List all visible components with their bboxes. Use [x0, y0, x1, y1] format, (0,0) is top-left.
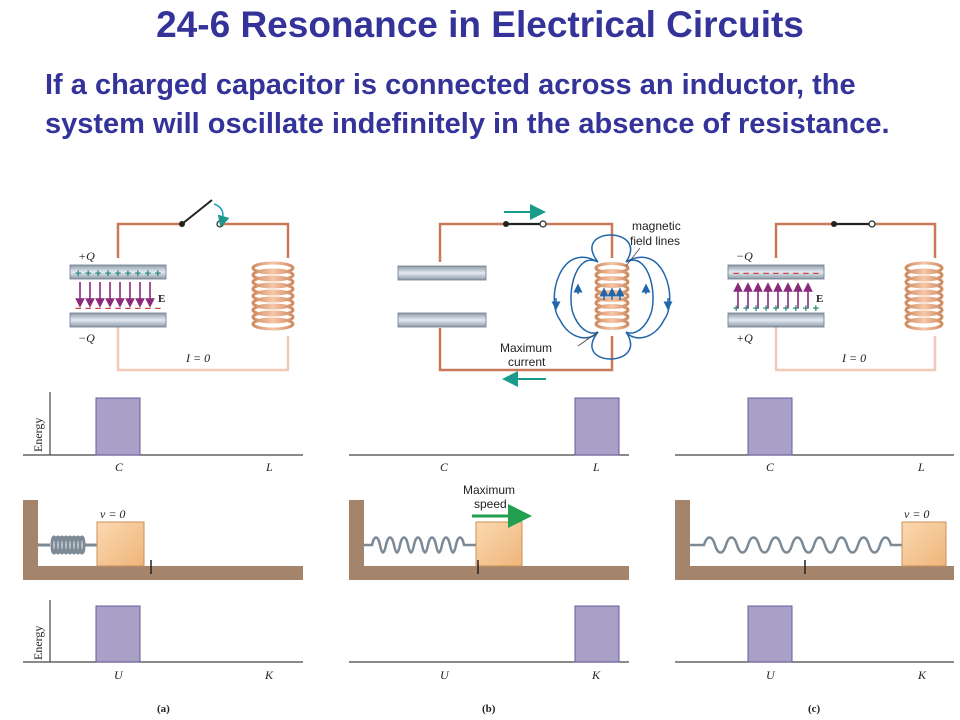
circuit-a: + + + + + + + + + − − − − − − − − − +Q −…	[69, 199, 295, 372]
inductor-coil	[251, 261, 295, 331]
energy-uk-left-a: U	[114, 668, 124, 682]
velocity-label-a: v = 0	[100, 507, 125, 521]
slide-body: If a charged capacitor is connected acro…	[45, 69, 890, 140]
magnetic-label-2: field lines	[630, 234, 680, 248]
field-arrows-down	[75, 282, 155, 308]
slide-title: 24-6 Resonance in Electrical Circuits	[156, 4, 804, 45]
energy-uk-row: Energy U K U K U K	[23, 600, 954, 682]
top-plate-charge: +Q	[78, 249, 95, 263]
energy-lc-row: Energy C L C L C L	[23, 392, 954, 474]
energy-bar-uk-c	[747, 605, 793, 663]
field-label: E	[158, 293, 165, 305]
bottom-plate-charge-c: +Q	[736, 331, 753, 345]
energy-right-label-c: L	[917, 460, 925, 474]
current-label: I = 0	[185, 351, 210, 365]
circuit-b: magnetic field lines Maximum current	[397, 204, 681, 387]
energy-axis-label-a: Energy	[31, 418, 45, 452]
spring-row: v = 0 Maximum speed v = 0	[23, 483, 954, 580]
field-arrows-up	[733, 282, 813, 308]
block-a	[96, 521, 145, 567]
svg-text:+ + + + + + + + +: + + + + + + + + +	[733, 303, 819, 315]
speed-label-1: Maximum	[463, 483, 515, 497]
svg-text:+ + + + + + + + +: + + + + + + + + +	[75, 268, 161, 280]
energy-uk-right-c: K	[917, 668, 927, 682]
panel-label-c: (c)	[808, 703, 821, 715]
field-label-c: E	[816, 293, 823, 305]
energy-right-label-a: L	[265, 460, 273, 474]
energy-uk-left-b: U	[440, 668, 450, 682]
current-label-c: I = 0	[841, 351, 866, 365]
block-c	[901, 521, 947, 567]
spring-equilibrium	[364, 536, 476, 554]
energy-bar-lc-c	[747, 397, 793, 456]
energy-uk-right-b: K	[591, 668, 601, 682]
inductor-coil-c	[904, 261, 944, 331]
top-plate-charge-c: −Q	[736, 249, 753, 263]
bottom-plate-charge: −Q	[78, 331, 95, 345]
panel-label-b: (b)	[482, 703, 496, 715]
energy-bar-lc-a	[95, 397, 141, 456]
energy-bar-uk-a	[95, 605, 141, 663]
energy-axis-label-uk: Energy	[31, 626, 45, 660]
spring-stretched	[690, 536, 902, 554]
energy-uk-right-a: K	[264, 668, 274, 682]
magnetic-label-1: magnetic	[632, 219, 681, 233]
energy-left-label-b: C	[440, 460, 449, 474]
capacitor-bottom-plate	[69, 312, 167, 328]
energy-right-label-b: L	[592, 460, 600, 474]
energy-uk-left-c: U	[766, 668, 776, 682]
svg-text:− − − − − − − − −: − − − − − − − − −	[733, 268, 819, 280]
energy-left-label-a: C	[115, 460, 124, 474]
energy-bar-lc-b	[574, 397, 620, 456]
current-label-2: current	[508, 355, 546, 369]
circuit-c: − − − − − − − − − + + + + + + + + + −Q +…	[727, 220, 944, 372]
energy-left-label-c: C	[766, 460, 775, 474]
open-switch	[179, 199, 230, 228]
spring-compressed	[38, 535, 97, 555]
energy-bar-uk-b	[574, 605, 620, 663]
panel-label-a: (a)	[157, 703, 170, 715]
velocity-label-c: v = 0	[904, 507, 929, 521]
magnetic-field-lines	[551, 234, 673, 360]
svg-text:− − − − − − − − −: − − − − − − − − −	[75, 303, 161, 315]
block-b	[475, 521, 523, 567]
speed-label-2: speed	[474, 497, 507, 511]
capacitor-top-plate	[69, 264, 167, 280]
current-label-1: Maximum	[500, 341, 552, 355]
